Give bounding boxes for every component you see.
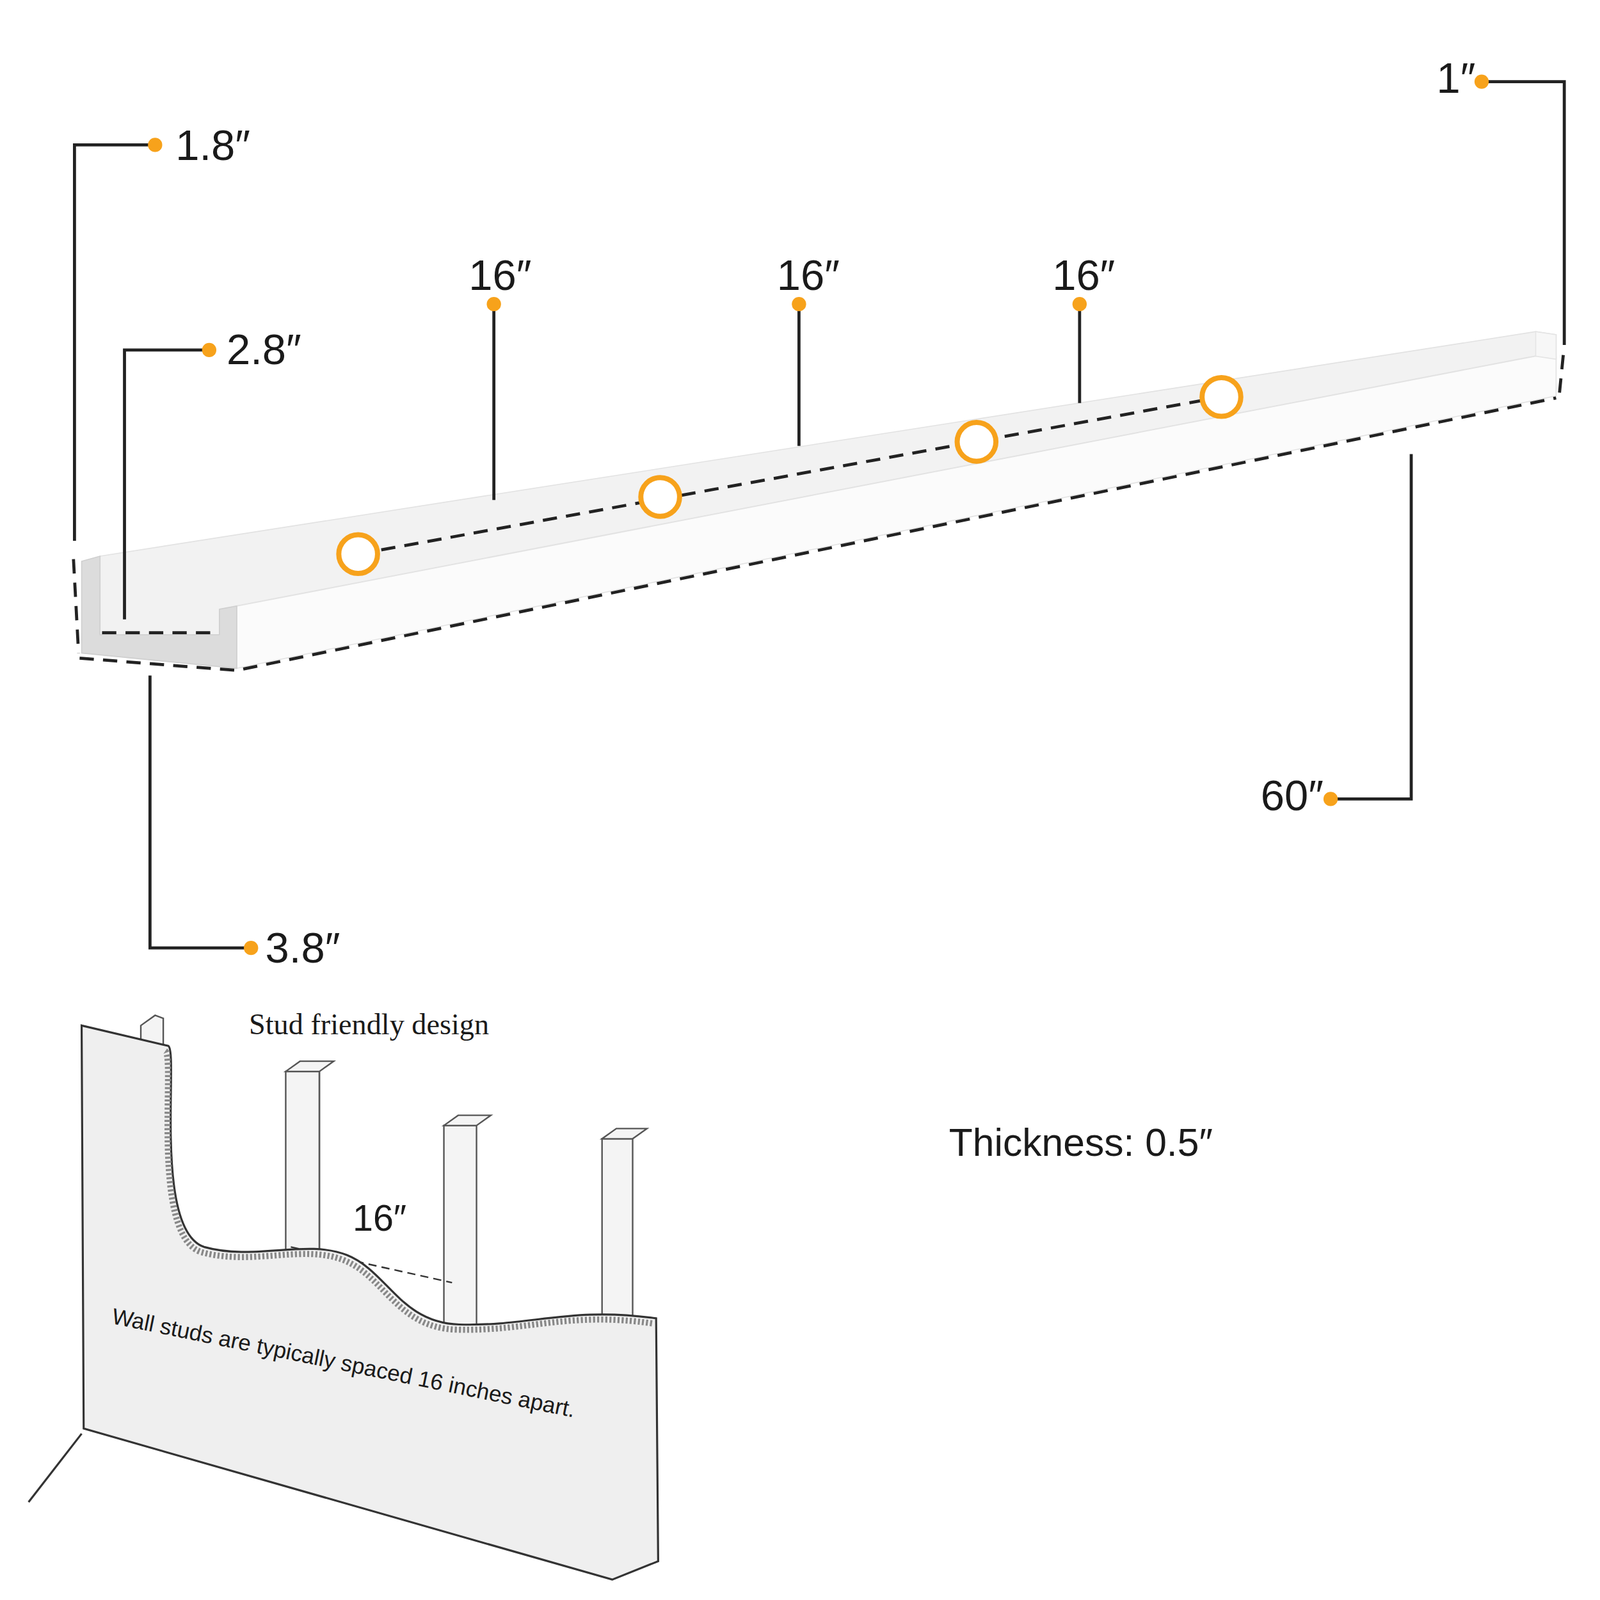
stud-markers: [338, 377, 1241, 574]
dimension-label: 3.8″: [265, 926, 341, 970]
dimension-label: 1″: [1436, 56, 1476, 100]
dimension-label: 1.8″: [175, 124, 251, 168]
dimension-label: 60″: [1260, 774, 1324, 818]
spacing-label: 16″: [352, 1200, 407, 1237]
leader-dots: [147, 74, 1489, 955]
shelf: [81, 331, 1557, 669]
dimension-label: 16″: [1052, 254, 1115, 297]
caption-text: Stud friendly design: [248, 1009, 489, 1040]
thickness-note: Thickness: 0.5″: [949, 1123, 1213, 1163]
dimension-dashes: [73, 355, 1564, 671]
dimension-label: 2.8″: [226, 328, 302, 372]
dimension-label: 16″: [776, 254, 840, 297]
dimension-label: 16″: [468, 254, 532, 297]
leader-lines: [74, 81, 1565, 949]
wall-illustration: [28, 1015, 659, 1580]
